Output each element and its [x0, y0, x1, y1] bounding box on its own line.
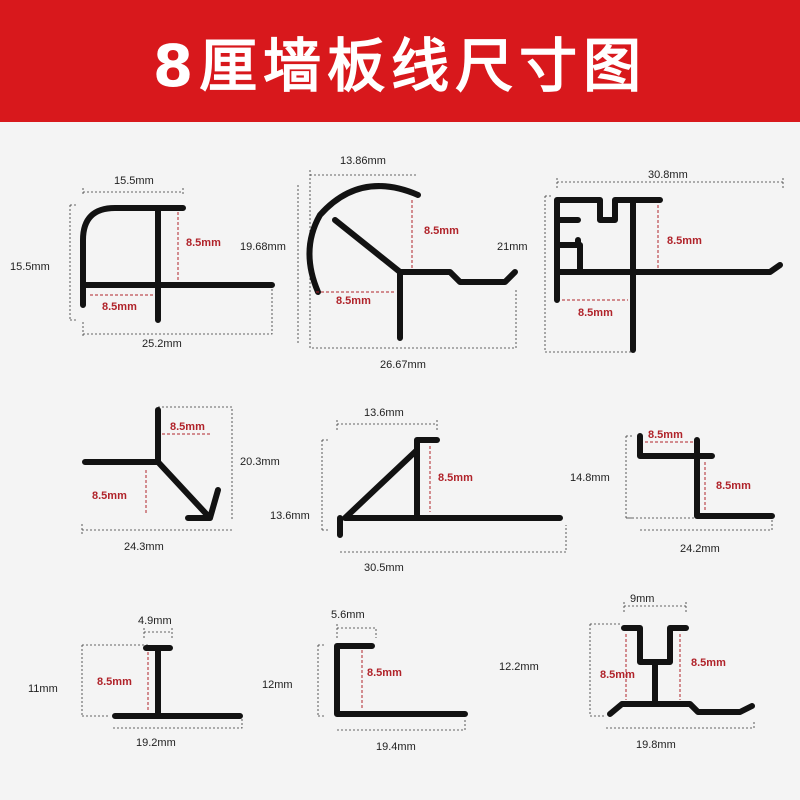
profile-9-inner-v: 8.5mm [600, 669, 635, 681]
profile-2-inner-h: 8.5mm [336, 295, 371, 307]
profile-9: 9mm 12.2mm 19.8mm 8.5mm 8.5mm [499, 593, 755, 751]
profile-5-shape [337, 437, 563, 538]
profile-7-bottom-dim: 19.2mm [136, 737, 176, 749]
profile-1-shape [80, 205, 275, 323]
profile-3: 30.8mm 21mm 8.5mm 8.5mm [497, 169, 784, 353]
profile-9-inner-v2: 8.5mm [691, 657, 726, 669]
profile-9-bottom-dim: 19.8mm [636, 739, 676, 751]
profile-1-inner-v: 8.5mm [186, 237, 221, 249]
profile-1: 15.5mm 15.5mm 25.2mm 8.5mm 8.5mm [10, 175, 275, 350]
profile-3-top-dim: 30.8mm [648, 169, 688, 181]
profile-9-top-dim: 9mm [630, 593, 654, 605]
profile-4-shape [82, 407, 221, 521]
profile-2-shape [306, 183, 518, 341]
profile-8-shape [334, 643, 468, 717]
profile-2-bottom-dim: 26.67mm [380, 359, 426, 371]
profile-7-top-dim: 4.9mm [138, 615, 172, 627]
profile-5-inner-v: 8.5mm [438, 472, 473, 484]
profile-1-side-dim: 15.5mm [10, 261, 50, 273]
profile-6-side-dim: 14.8mm [570, 472, 610, 484]
profile-4-inner-v: 8.5mm [92, 490, 127, 502]
profile-5-side-dim: 13.6mm [270, 510, 310, 522]
profile-3-shape [554, 197, 783, 353]
profile-7-side-dim: 11mm [28, 683, 58, 695]
profile-4-inner-h: 8.5mm [170, 421, 205, 433]
profile-6-shape [637, 433, 775, 519]
profile-1-inner-h: 8.5mm [102, 301, 137, 313]
profile-2-side-dim: 19.68mm [240, 241, 286, 253]
profile-9-side-dim: 12.2mm [499, 661, 539, 673]
profile-7-shape [112, 645, 243, 719]
profile-2: 13.86mm 19.68mm 26.67mm 8.5mm 8.5mm [240, 155, 518, 371]
profile-4: 8.5mm 20.3mm 24.3mm 8.5mm [81, 406, 280, 553]
profile-2-inner-v: 8.5mm [424, 225, 459, 237]
profile-8-inner-v: 8.5mm [367, 667, 402, 679]
profile-7-inner-v: 8.5mm [97, 676, 132, 688]
profile-5: 13.6mm 13.6mm 30.5mm 8.5mm [270, 407, 567, 574]
profile-3-side-dim: 21mm [497, 241, 528, 253]
profile-6-inner-h: 8.5mm [648, 429, 683, 441]
profile-5-bottom-dim: 30.5mm [364, 562, 404, 574]
profile-1-bottom-dim: 25.2mm [142, 338, 182, 350]
profile-5-top-dim: 13.6mm [364, 407, 404, 419]
profile-6: 8.5mm 14.8mm 24.2mm 8.5mm [570, 429, 775, 555]
profile-2-top-dim: 13.86mm [340, 155, 386, 167]
profile-1-top-dim: 15.5mm [114, 175, 154, 187]
profile-6-bottom-dim: 24.2mm [680, 543, 720, 555]
profile-8: 5.6mm 12mm 19.4mm 8.5mm [262, 609, 468, 753]
profile-3-inner-v: 8.5mm [667, 235, 702, 247]
profile-3-inner-h: 8.5mm [578, 307, 613, 319]
page-title: 8厘墙板线尺寸图 [152, 32, 648, 100]
profile-4-bottom-dim: 24.3mm [124, 541, 164, 553]
profile-4-side-dim: 20.3mm [240, 456, 280, 468]
title-banner: 8厘墙板线尺寸图 [0, 0, 800, 122]
profile-8-top-dim: 5.6mm [331, 609, 365, 621]
profile-9-shape [607, 625, 755, 717]
profile-8-side-dim: 12mm [262, 679, 293, 691]
profile-8-bottom-dim: 19.4mm [376, 741, 416, 753]
profile-6-inner-v: 8.5mm [716, 480, 751, 492]
profile-7: 4.9mm 11mm 19.2mm 8.5mm [28, 615, 243, 749]
